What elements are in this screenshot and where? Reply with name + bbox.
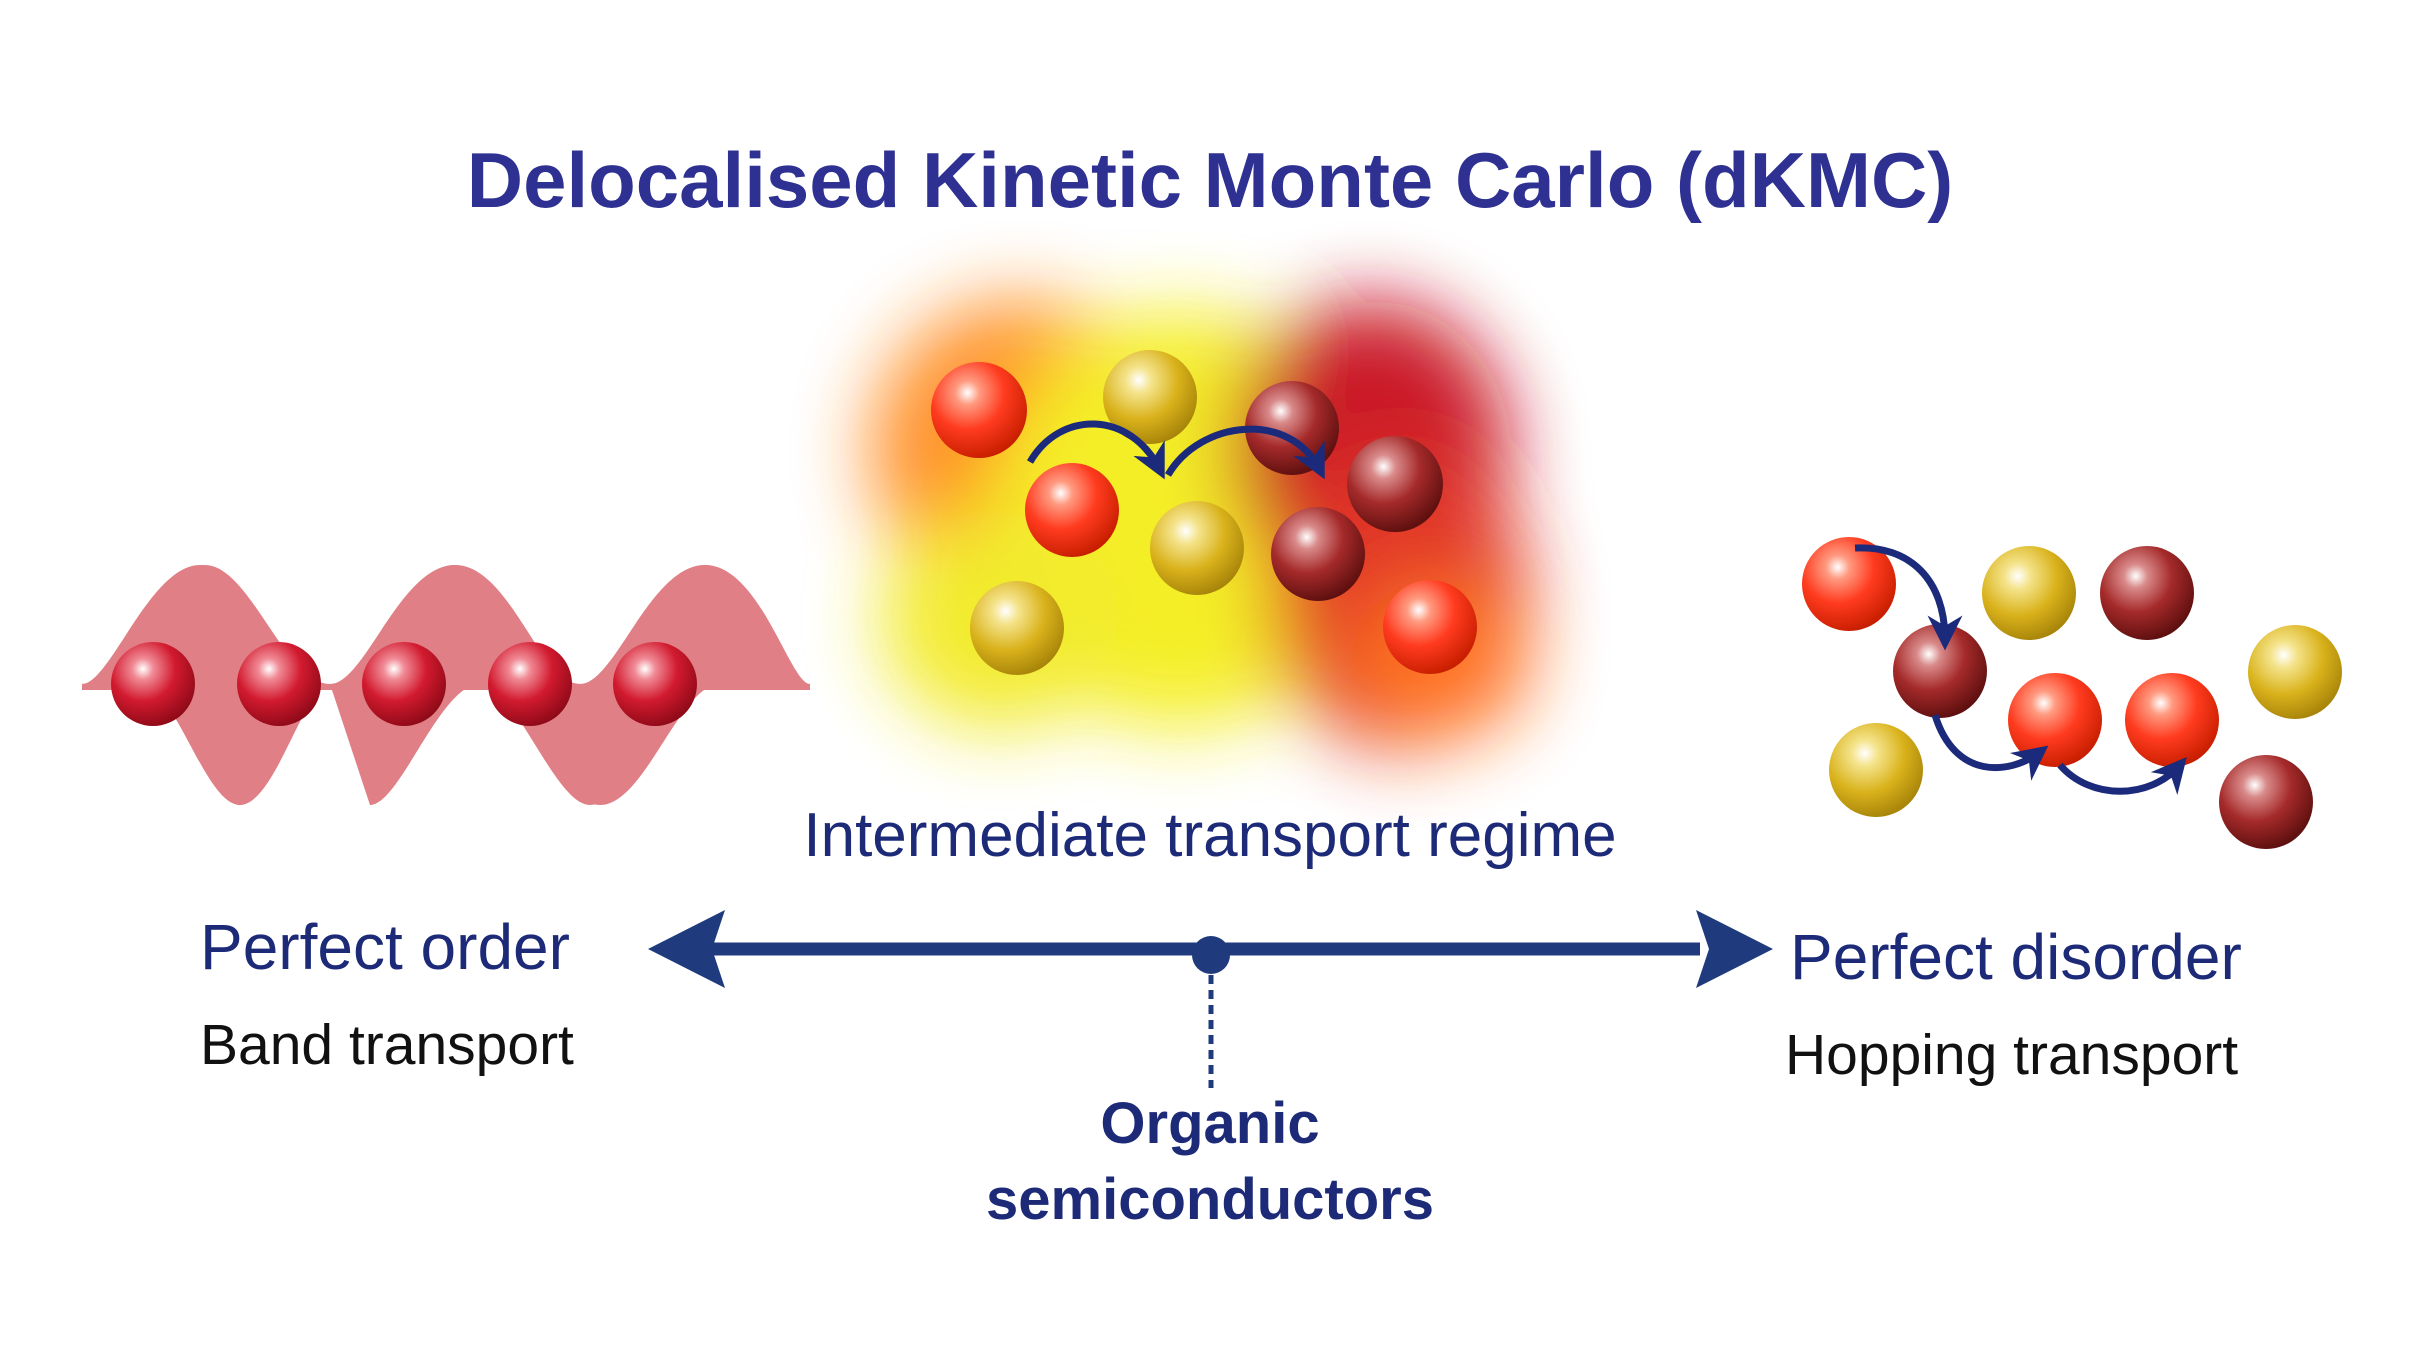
hop-arrow-icon (1026, 420, 1165, 480)
lattice-site-2 (237, 642, 321, 726)
hop-site-dark-1 (2100, 546, 2194, 640)
hop-arrow-icon (1164, 425, 1325, 480)
hop-arrow-icon (1931, 713, 2049, 781)
hop-site-red-1 (1802, 537, 1896, 631)
left-heading: Perfect order (200, 911, 570, 983)
site-gold-2 (1150, 501, 1244, 595)
hop-site-red-2 (2008, 673, 2102, 767)
arrow-left-icon (648, 910, 725, 988)
regime-label: Intermediate transport regime (803, 801, 1617, 870)
lattice-site-4 (488, 642, 572, 726)
right-subheading: Hopping transport (1785, 1023, 2239, 1087)
hop-site-gold-2 (2248, 625, 2342, 719)
lattice-site-5 (613, 642, 697, 726)
site-gold-3 (970, 581, 1064, 675)
hop-arrow-icon (1854, 544, 1963, 651)
lattice-site-1 (111, 642, 195, 726)
hop-site-dark-2 (1893, 624, 1987, 718)
arrow-right-icon (1696, 910, 1773, 988)
site-red-1 (931, 362, 1027, 458)
ordered-lattice-icon (82, 565, 810, 805)
hop-arrow-icon (2057, 757, 2187, 795)
site-gold-1 (1103, 350, 1197, 444)
site-dark-2 (1347, 436, 1443, 532)
hop-site-gold-3 (1829, 723, 1923, 817)
hop-site-gold-1 (1982, 546, 2076, 640)
site-dark-3 (1271, 507, 1365, 601)
delocalised-cluster-icon (870, 300, 1530, 750)
site-red-2 (1025, 463, 1119, 557)
lattice-site-3 (362, 642, 446, 726)
site-red-3 (1383, 580, 1477, 674)
hop-site-red-3 (2125, 673, 2219, 767)
double-arrow-axis-icon (648, 910, 1773, 1088)
left-subheading: Band transport (200, 1013, 574, 1077)
marker-label-line1: Organic (1100, 1091, 1320, 1156)
marker-label-line2: semiconductors (986, 1167, 1434, 1232)
right-heading: Perfect disorder (1790, 921, 2242, 993)
regime-marker (1192, 936, 1230, 974)
hopping-sites-icon (1802, 537, 2342, 849)
hop-site-dark-3 (2219, 755, 2313, 849)
page-title: Delocalised Kinetic Monte Carlo (dKMC) (466, 136, 1954, 224)
